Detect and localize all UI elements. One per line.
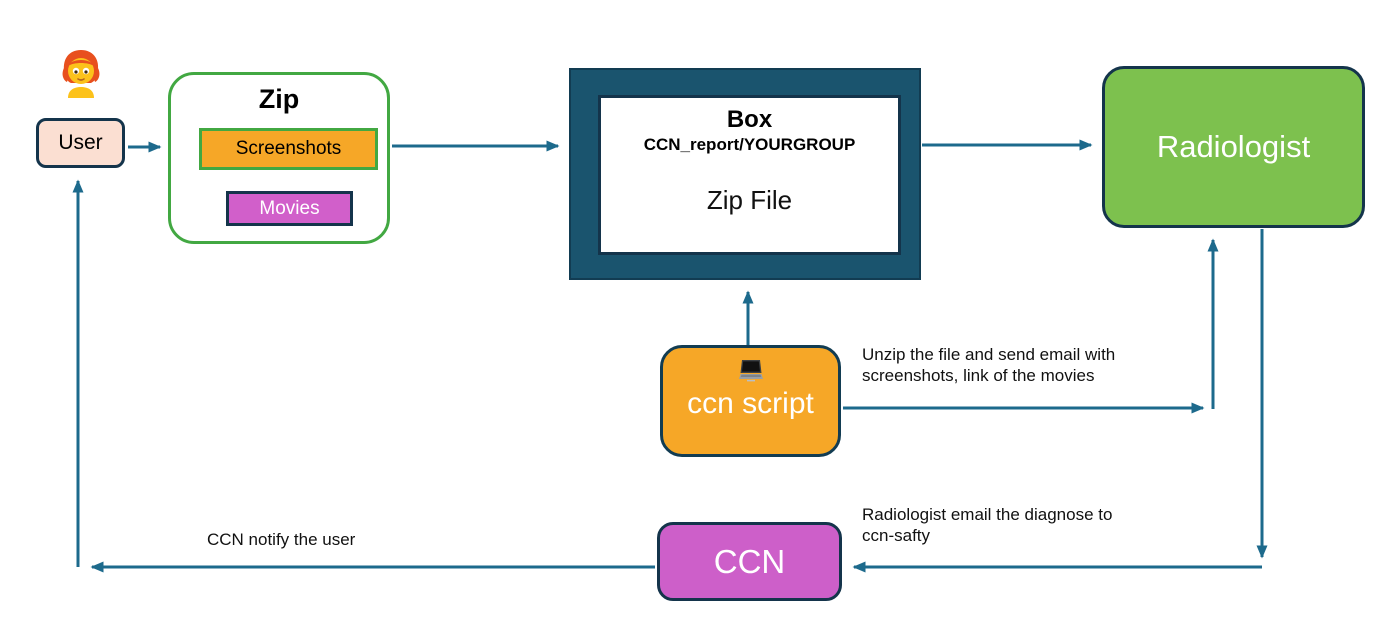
- node-box: Box CCN_report/YOURGROUP Zip File: [569, 68, 921, 280]
- node-user-label: User: [58, 131, 103, 154]
- node-box-inner: Box CCN_report/YOURGROUP Zip File: [598, 95, 901, 255]
- node-screenshots-label: Screenshots: [235, 138, 342, 159]
- node-box-path: CCN_report/YOURGROUP: [643, 135, 856, 155]
- node-zip: Zip Screenshots Movies: [168, 72, 390, 244]
- annotation-diagnose: Radiologist email the diagnose to ccn-sa…: [862, 505, 1113, 545]
- node-movies-label: Movies: [259, 197, 320, 219]
- node-box-content: Zip File: [706, 185, 793, 216]
- annotation-unzip: Unzip the file and send email with scree…: [862, 345, 1116, 385]
- node-ccn-script: ccn script: [660, 345, 841, 457]
- node-ccn: CCN: [657, 522, 842, 601]
- node-ccn-label: CCN: [713, 542, 786, 580]
- laptop-icon: [738, 360, 763, 382]
- node-screenshots: Screenshots: [199, 128, 378, 170]
- node-user: User: [36, 118, 125, 168]
- node-ccn-script-label: ccn script: [687, 387, 814, 420]
- node-zip-title: Zip: [258, 84, 300, 114]
- node-box-title: Box: [726, 106, 773, 133]
- node-radiologist: Radiologist: [1102, 66, 1365, 228]
- annotation-notify: CCN notify the user: [207, 530, 356, 549]
- person-red-hair-icon: [62, 50, 100, 98]
- node-movies: Movies: [226, 191, 353, 226]
- node-radiologist-label: Radiologist: [1156, 129, 1311, 164]
